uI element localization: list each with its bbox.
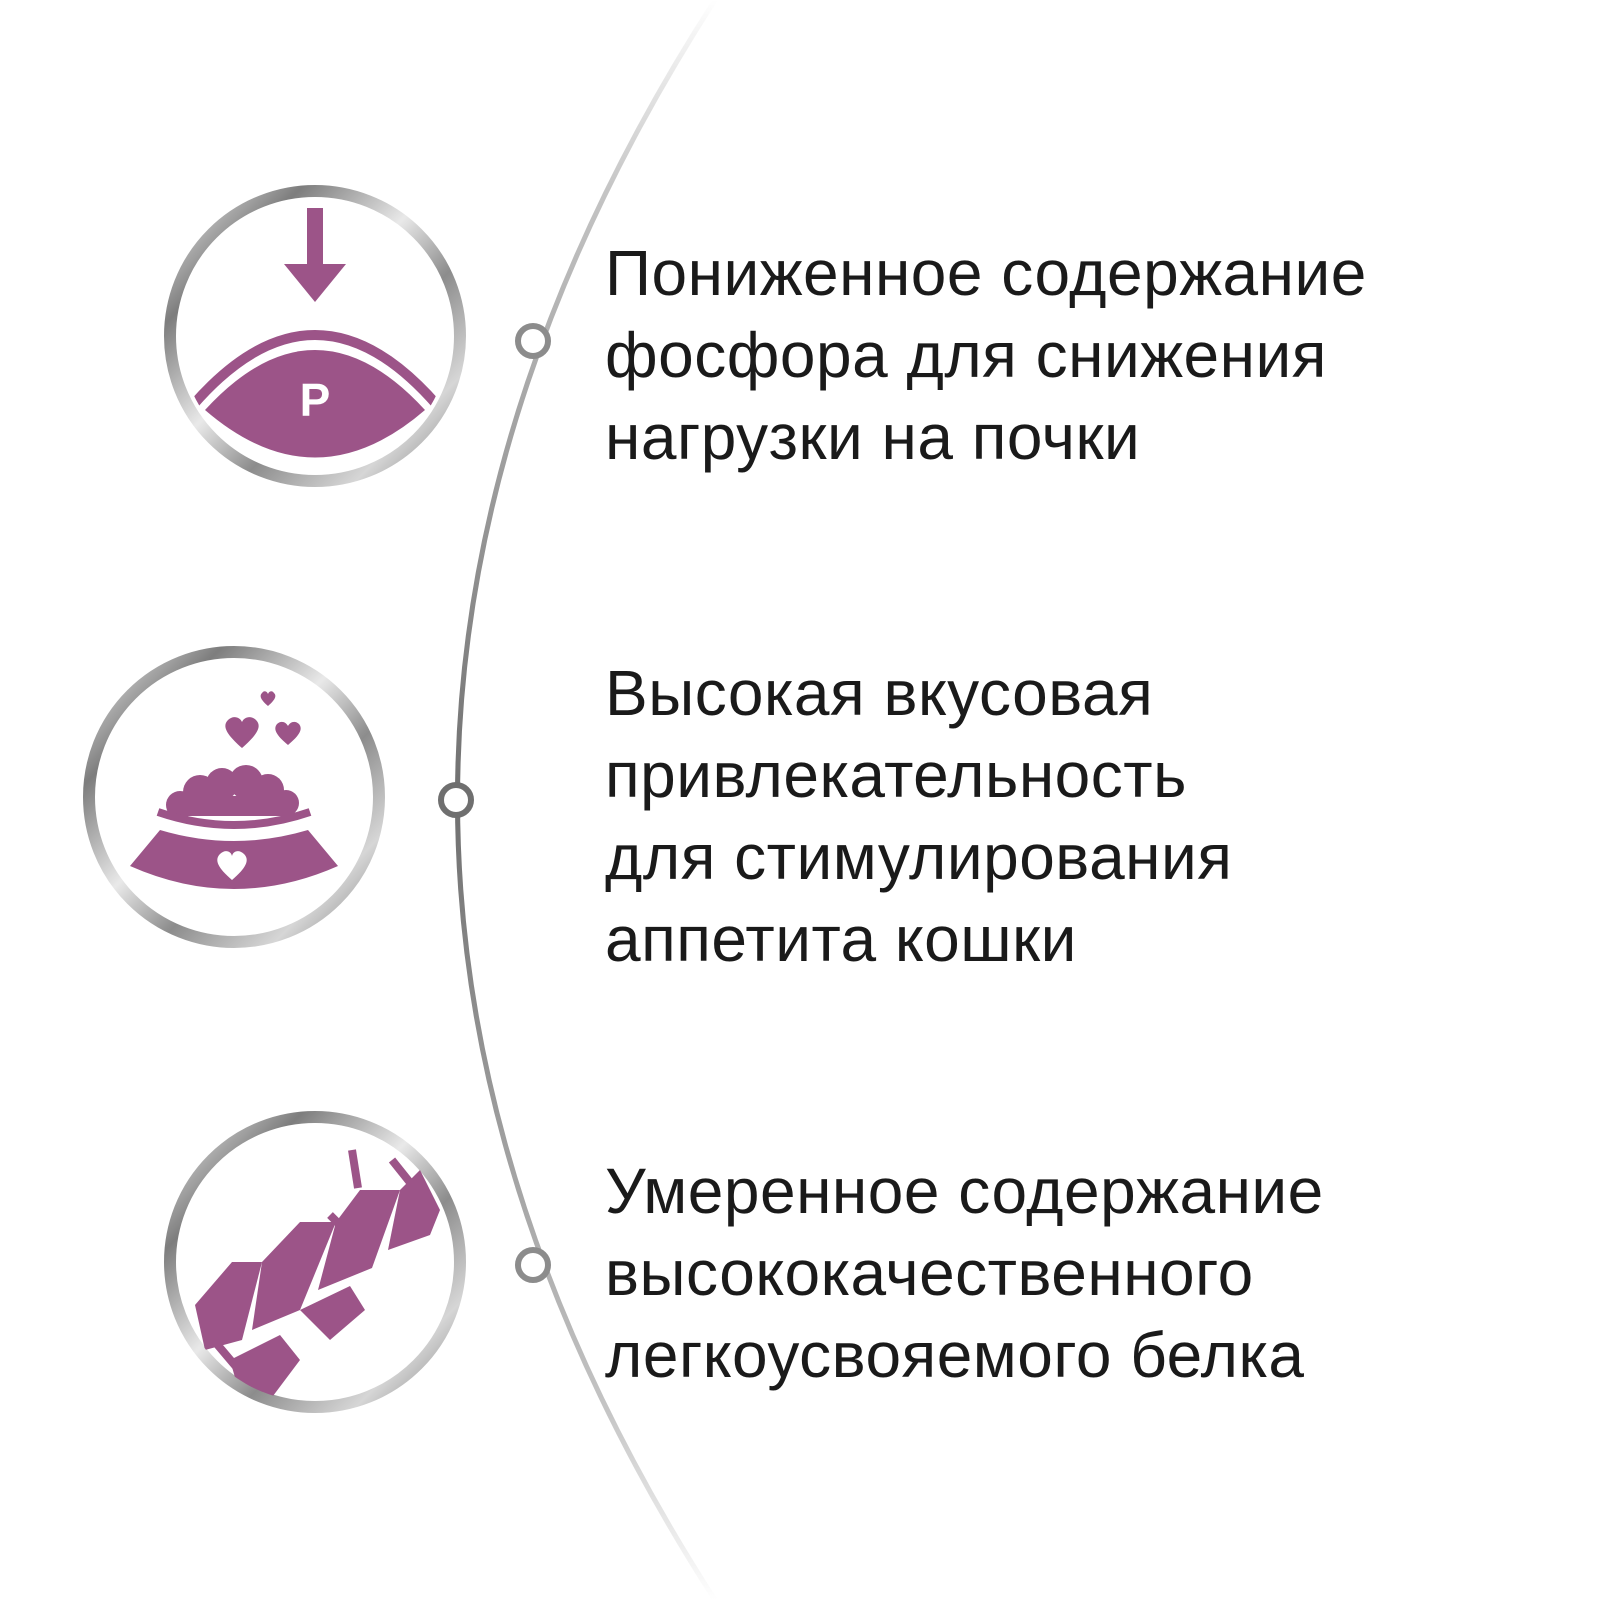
feature-line: для стимулирования xyxy=(605,821,1233,893)
heart-icon xyxy=(225,717,259,748)
protein-helix-icon xyxy=(164,1111,466,1413)
feature-text-phosphorus: Пониженное содержание фосфора для снижен… xyxy=(605,232,1565,478)
food-bowl-hearts-icon xyxy=(83,646,385,948)
feature-line: Пониженное содержание xyxy=(605,237,1367,309)
heart-icon xyxy=(275,721,301,745)
feature-line: Высокая вкусовая xyxy=(605,657,1154,729)
feature-line: нагрузки на почки xyxy=(605,401,1141,473)
timeline-marker xyxy=(515,1247,551,1283)
feature-text-protein: Умеренное содержание высококачественного… xyxy=(605,1150,1565,1396)
timeline-marker xyxy=(515,323,551,359)
timeline-marker xyxy=(438,782,474,818)
phosphorus-reduction-icon: P xyxy=(164,185,466,487)
feature-line: аппетита кошки xyxy=(605,903,1077,975)
feature-line: Умеренное содержание xyxy=(605,1155,1324,1227)
feature-text-palatability: Высокая вкусовая привлекательность для с… xyxy=(605,652,1565,980)
feature-line: фосфора для снижения xyxy=(605,319,1327,391)
heart-icon xyxy=(260,691,276,706)
phosphorus-letter: P xyxy=(300,374,331,426)
heart-icon xyxy=(217,851,247,880)
feature-line: высококачественного xyxy=(605,1237,1254,1309)
feature-line: легкоусвояемого белка xyxy=(605,1319,1305,1391)
feature-line: привлекательность xyxy=(605,739,1187,811)
